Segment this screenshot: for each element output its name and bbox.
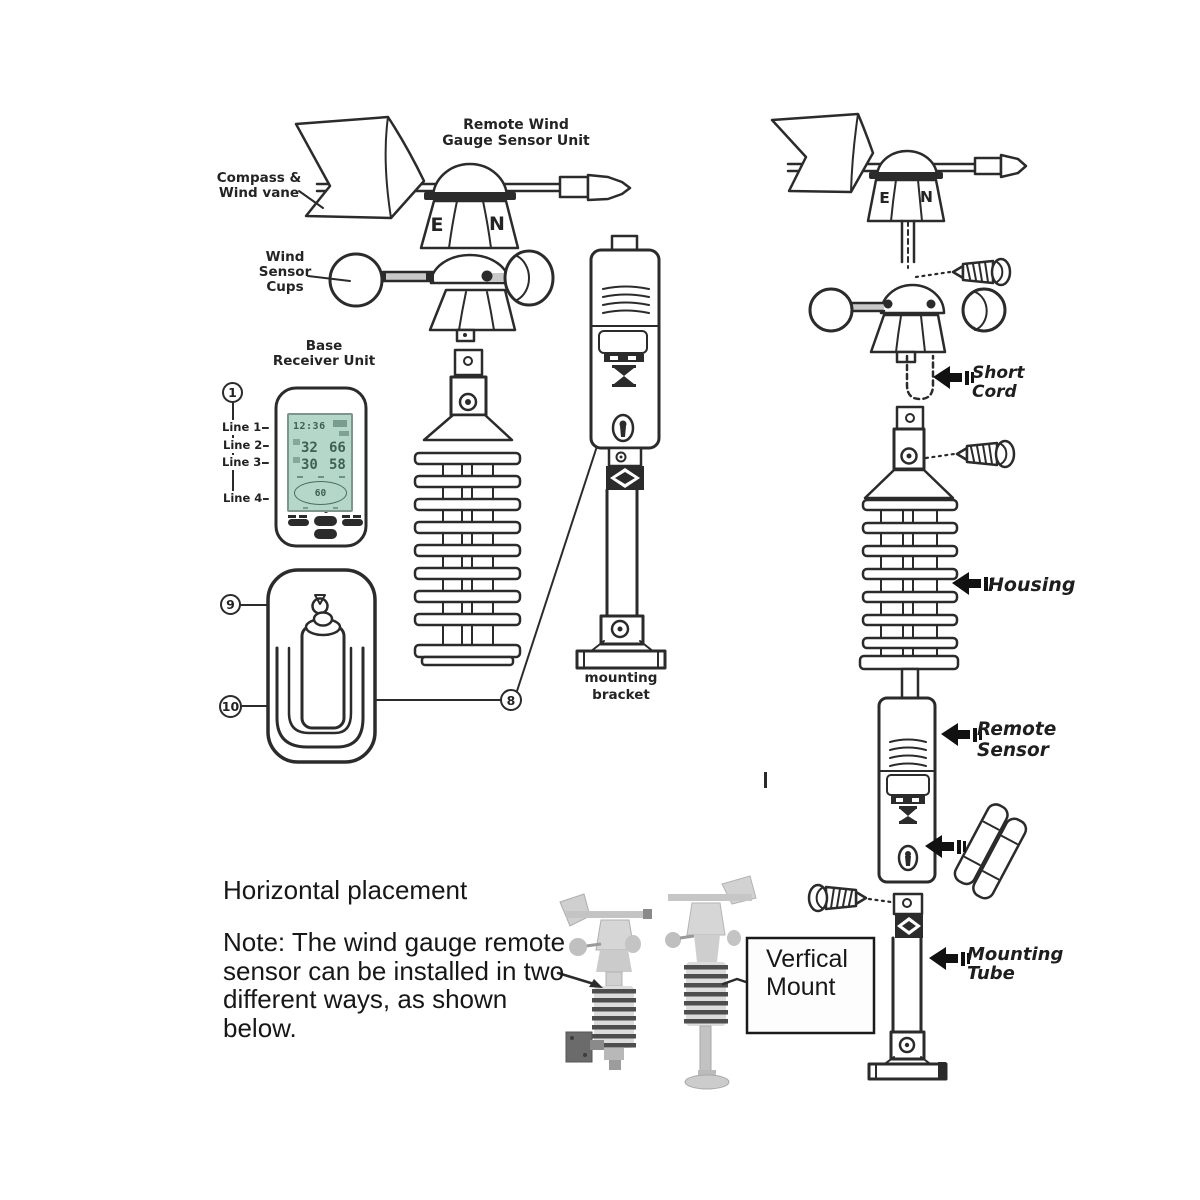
lcd-wind-dial: 60 — [294, 481, 347, 505]
lcd-temp-left: 32 — [301, 440, 318, 456]
lcd-tick — [339, 476, 345, 478]
label-line-4: Line 4 — [222, 491, 264, 506]
lcd-tick — [303, 507, 308, 509]
battery-holder — [300, 624, 346, 730]
wind-vane-tail — [770, 112, 875, 194]
callout-10: 10 — [219, 695, 242, 718]
base-foot — [684, 1074, 730, 1090]
hourglass-icon — [612, 365, 636, 387]
label-line-3: Line 3 — [221, 455, 263, 470]
label-line-2: Line 2 — [222, 438, 264, 453]
label-wind-sensor-cups: Wind Sensor Cups — [258, 249, 312, 295]
compass-bell — [419, 199, 520, 250]
photo-horizontal-mount — [556, 893, 652, 1070]
lcd-hum-left: 30 — [301, 457, 318, 473]
lcd-dial-value: 60 — [314, 487, 327, 499]
wind-cups — [808, 283, 1007, 364]
label-housing: Housing — [988, 574, 1076, 596]
lcd-temp-right: 66 — [329, 440, 346, 456]
lcd-house-icon — [293, 457, 300, 463]
vane-dome — [431, 162, 509, 200]
housing-left-column — [413, 348, 522, 667]
wall-plate — [266, 568, 377, 764]
label-mounting-tube: Mounting Tube — [967, 944, 1064, 984]
compass-bell — [866, 178, 946, 223]
callout-1: 1 — [222, 382, 243, 403]
louver-vents-icon — [602, 285, 650, 314]
wind-vane-tail — [294, 115, 426, 220]
horizontal-placement-title: Horizontal placement — [223, 875, 468, 905]
vane-letter-n: N — [920, 188, 933, 206]
callout-8: 8 — [500, 689, 522, 711]
vertical-mount-label: Verfical Mount — [766, 945, 848, 1001]
battery-door — [598, 330, 648, 354]
short-cord — [905, 354, 935, 401]
vane-letter-e: E — [879, 189, 890, 207]
housing-cone — [422, 413, 514, 442]
label-short-cord: Short Cord — [972, 363, 1025, 402]
lcd-time: 12:36 — [293, 421, 326, 432]
vane-letter-n: N — [489, 213, 505, 235]
lcd-tick — [318, 476, 324, 478]
lcd-tick — [297, 476, 303, 478]
housing-plates — [413, 451, 522, 667]
keyhole-hanger-icon — [611, 413, 635, 443]
label-mounting-bracket: mounting bracket — [584, 670, 658, 703]
diamond-plate — [895, 914, 923, 938]
bracket-base — [575, 649, 667, 670]
photo-vertical-mount — [665, 875, 757, 1090]
housing-cone — [863, 468, 955, 500]
label-remote-wind-gauge: Remote Wind Gauge Sensor Unit — [442, 117, 590, 149]
vane-letter-e: E — [430, 214, 444, 236]
pointer-tip — [558, 173, 632, 202]
lcd-hum-right: 58 — [329, 457, 346, 473]
stray-mark — [764, 772, 767, 788]
batteries — [953, 803, 1028, 900]
diamond-plate — [606, 466, 644, 490]
remote-sensor-on-bracket — [575, 234, 667, 670]
wind-cup-left — [328, 252, 384, 308]
lcd-icon — [339, 431, 349, 436]
lcd-tick — [333, 507, 338, 509]
vane-dome — [875, 149, 939, 179]
housing-plates — [858, 498, 960, 671]
exploded-assembly — [764, 112, 1028, 1081]
wind-cup-right — [961, 287, 1007, 333]
vane-collar — [424, 192, 516, 200]
wind-cups — [328, 249, 555, 343]
callout-9: 9 — [220, 594, 241, 615]
label-base-receiver-unit: Base Receiver Unit — [272, 338, 376, 369]
wind-vane-assembly — [294, 115, 632, 343]
keyhole-hanger-icon — [897, 844, 919, 872]
label-remote-sensor: Remote Sensor — [977, 719, 1057, 761]
label-compass-wind-vane: Compass & Wind vane — [216, 170, 302, 201]
wind-cup-left — [808, 287, 854, 333]
note-text: Note: The wind gauge remote sensor can b… — [223, 927, 566, 1043]
remote-sensor-body — [877, 696, 937, 884]
leader-arrowhead — [589, 979, 603, 988]
lcd-house-icon — [293, 439, 300, 445]
bracket-base — [867, 1062, 948, 1081]
lcd-signal-icon — [333, 420, 347, 427]
lcd-display: 12:36 32 66 30 58 60 — [287, 413, 353, 512]
vertical-mount-box — [745, 936, 876, 1035]
label-line-1: Line 1 — [221, 420, 263, 435]
